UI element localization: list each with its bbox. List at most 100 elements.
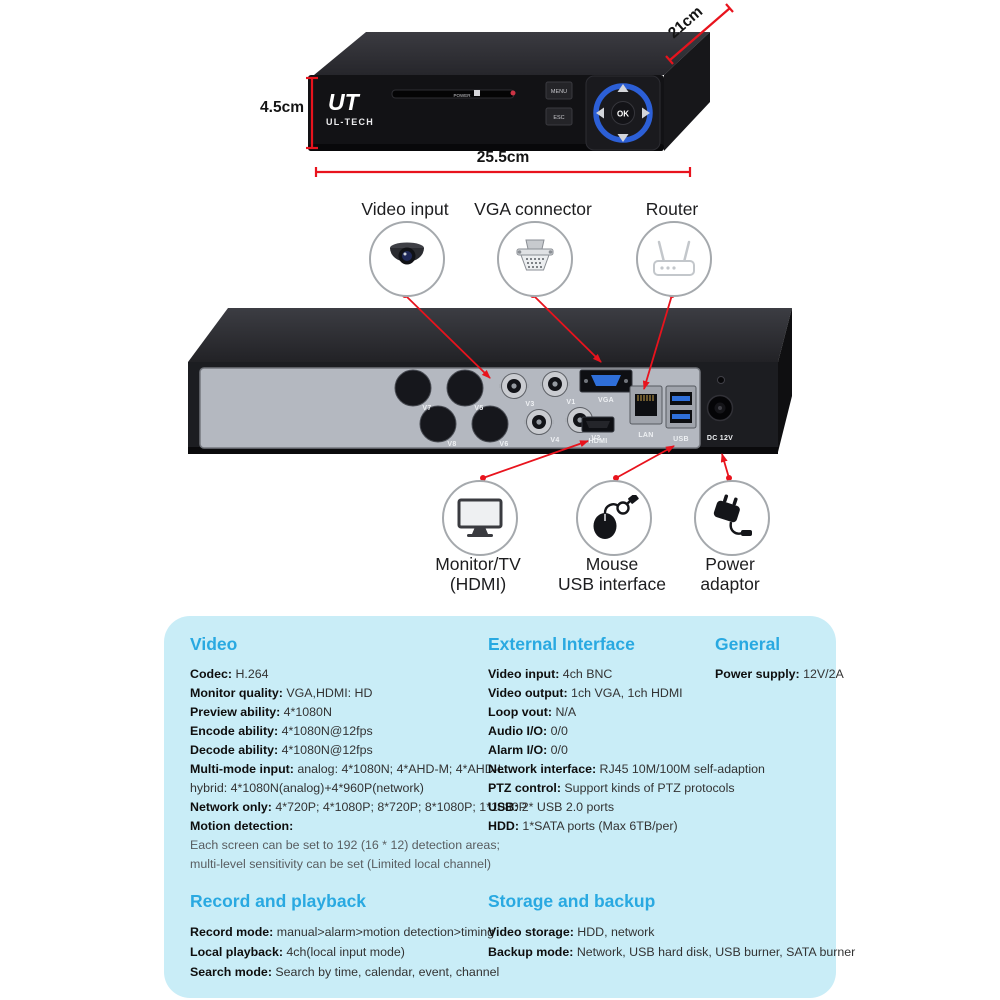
- front-bottom-lip: [308, 144, 664, 151]
- spec-value: 4*1080N@12fps: [278, 724, 373, 738]
- rear-top-face: [188, 308, 792, 362]
- spec-value: analog: 4*1080N; 4*AHD-M; 4*AHD-L: [293, 762, 505, 776]
- port-label-v1: V1: [566, 399, 575, 406]
- callout-circle-vga-connector: [497, 221, 573, 297]
- spec-value: N/A: [552, 705, 577, 719]
- port-label-lan: LAN: [638, 432, 653, 439]
- spec-row: Alarm I/O: 0/0: [488, 741, 765, 760]
- esc-button-label: ESC: [553, 115, 564, 121]
- bnc-holes: [394, 369, 509, 443]
- spec-row: Network interface: RJ45 10M/100M self-ad…: [488, 760, 765, 779]
- spec-label: Video storage:: [488, 925, 574, 939]
- spec-label: Encode ability:: [190, 724, 279, 738]
- spec-value: 4*1080N@12fps: [278, 743, 373, 757]
- router-icon: [653, 240, 695, 276]
- menu-button-label: MENU: [551, 89, 567, 95]
- spec-value: 2* USB 2.0 ports: [518, 800, 615, 814]
- spec-row: HDD: 1*SATA ports (Max 6TB/per): [488, 817, 765, 836]
- dimension-width: 25.5cm: [476, 149, 530, 166]
- spec-label: Record mode:: [190, 925, 274, 939]
- port-label-v8: V8: [447, 441, 456, 448]
- spec-label: Network only:: [190, 800, 272, 814]
- spec-row: multi-level sensitivity can be set (Limi…: [190, 855, 527, 874]
- spec-value: 4ch(local input mode): [282, 945, 405, 959]
- spec-row: Monitor quality: VGA,HDMI: HD: [190, 684, 527, 703]
- callout-label-power-adaptor: Power adaptor: [665, 554, 795, 594]
- callout-label-line2: USB interface: [558, 574, 666, 594]
- spec-label: Video input:: [488, 667, 560, 681]
- spec-row: Video output: 1ch VGA, 1ch HDMI: [488, 684, 765, 703]
- spec-row: Power supply: 12V/2A: [715, 665, 844, 684]
- screw-hole: [717, 376, 725, 384]
- status-led: [510, 90, 516, 96]
- spec-value: 4*720P; 4*1080P; 8*720P; 8*1080P; 1*1080…: [271, 800, 527, 814]
- brand-name: UL-TECH: [326, 117, 374, 127]
- spec-row: Network only: 4*720P; 4*1080P; 8*720P; 8…: [190, 798, 527, 817]
- bnc-connector-v1: [540, 371, 570, 397]
- spec-label: Audio I/O:: [488, 724, 548, 738]
- spec-row: Each screen can be set to 192 (16 * 12) …: [190, 836, 527, 855]
- callout-label-line1: Power: [705, 554, 755, 574]
- dimension-height: 4.5cm: [260, 99, 304, 116]
- spec-section-storage: Storage and backup Video storage: HDD, n…: [488, 891, 855, 962]
- spec-label: Monitor quality:: [190, 686, 283, 700]
- spec-value: 12V/2A: [799, 667, 844, 681]
- spec-label: Video output:: [488, 686, 568, 700]
- spec-value: 4ch BNC: [559, 667, 613, 681]
- ok-button: [611, 101, 635, 125]
- spec-label: Power supply:: [715, 667, 800, 681]
- bnc-connector-v3: [499, 373, 529, 399]
- port-label-usb: USB: [673, 436, 689, 443]
- spec-label: Search mode:: [190, 965, 272, 979]
- spec-value: manual>alarm>motion detection>timing: [273, 925, 495, 939]
- port-label-v3: V3: [525, 401, 534, 408]
- dpad-down-arrow-icon: [617, 134, 629, 142]
- spec-section-general: General Power supply: 12V/2A: [715, 634, 844, 684]
- spec-label: Loop vout:: [488, 705, 552, 719]
- spec-label: Local playback:: [190, 945, 283, 959]
- port-label-v7: V7: [422, 405, 431, 412]
- usb-ports: [665, 385, 697, 429]
- callout-circle-mouse: [576, 480, 652, 556]
- spec-row: Video input: 4ch BNC: [488, 665, 765, 684]
- ok-button-label: OK: [617, 110, 629, 119]
- spec-rows-general: Power supply: 12V/2A: [715, 665, 844, 684]
- callout-label-line2: (HDMI): [449, 574, 507, 594]
- spec-value: H.264: [232, 667, 269, 681]
- spec-heading-general: General: [715, 634, 781, 654]
- spec-label: Codec:: [190, 667, 232, 681]
- callout-label-vga-connector: VGA connector: [474, 199, 592, 219]
- menu-button: [545, 81, 573, 100]
- spec-row: Encode ability: 4*1080N@12fps: [190, 722, 527, 741]
- power-led-label: POWER: [453, 93, 471, 98]
- spec-row: Multi-mode input: analog: 4*1080N; 4*AHD…: [190, 760, 527, 779]
- callout-label-video-input: Video input: [361, 199, 449, 219]
- spec-value: Search by time, calendar, event, channel: [271, 965, 500, 979]
- spec-label: Multi-mode input:: [190, 762, 294, 776]
- vga-connector-icon: [516, 239, 554, 271]
- power-led: [474, 90, 480, 96]
- spec-value: 0/0: [547, 724, 568, 738]
- monitor-icon: [457, 498, 503, 537]
- callout-circle-power-adaptor: [694, 480, 770, 556]
- callout-circle-monitor: [442, 480, 518, 556]
- vga-port: [579, 369, 633, 393]
- spec-row: PTZ control: Support kinds of PTZ protoc…: [488, 779, 765, 798]
- spec-row: Loop vout: N/A: [488, 703, 765, 722]
- brand-logo: UT: [328, 89, 361, 115]
- spec-label: Decode ability:: [190, 743, 279, 757]
- spec-value: 1ch VGA, 1ch HDMI: [567, 686, 683, 700]
- spec-value: 1*SATA ports (Max 6TB/per): [518, 819, 678, 833]
- spec-value: Support kinds of PTZ protocols: [560, 781, 735, 795]
- spec-value: HDD, network: [573, 925, 655, 939]
- callout-label-line2: adaptor: [700, 574, 760, 594]
- port-label-v6: V6: [499, 441, 508, 448]
- spec-heading-storage: Storage and backup: [488, 891, 656, 911]
- spec-row: Motion detection:: [190, 817, 527, 836]
- spec-value: Network, USB hard disk, USB burner, SATA…: [573, 945, 856, 959]
